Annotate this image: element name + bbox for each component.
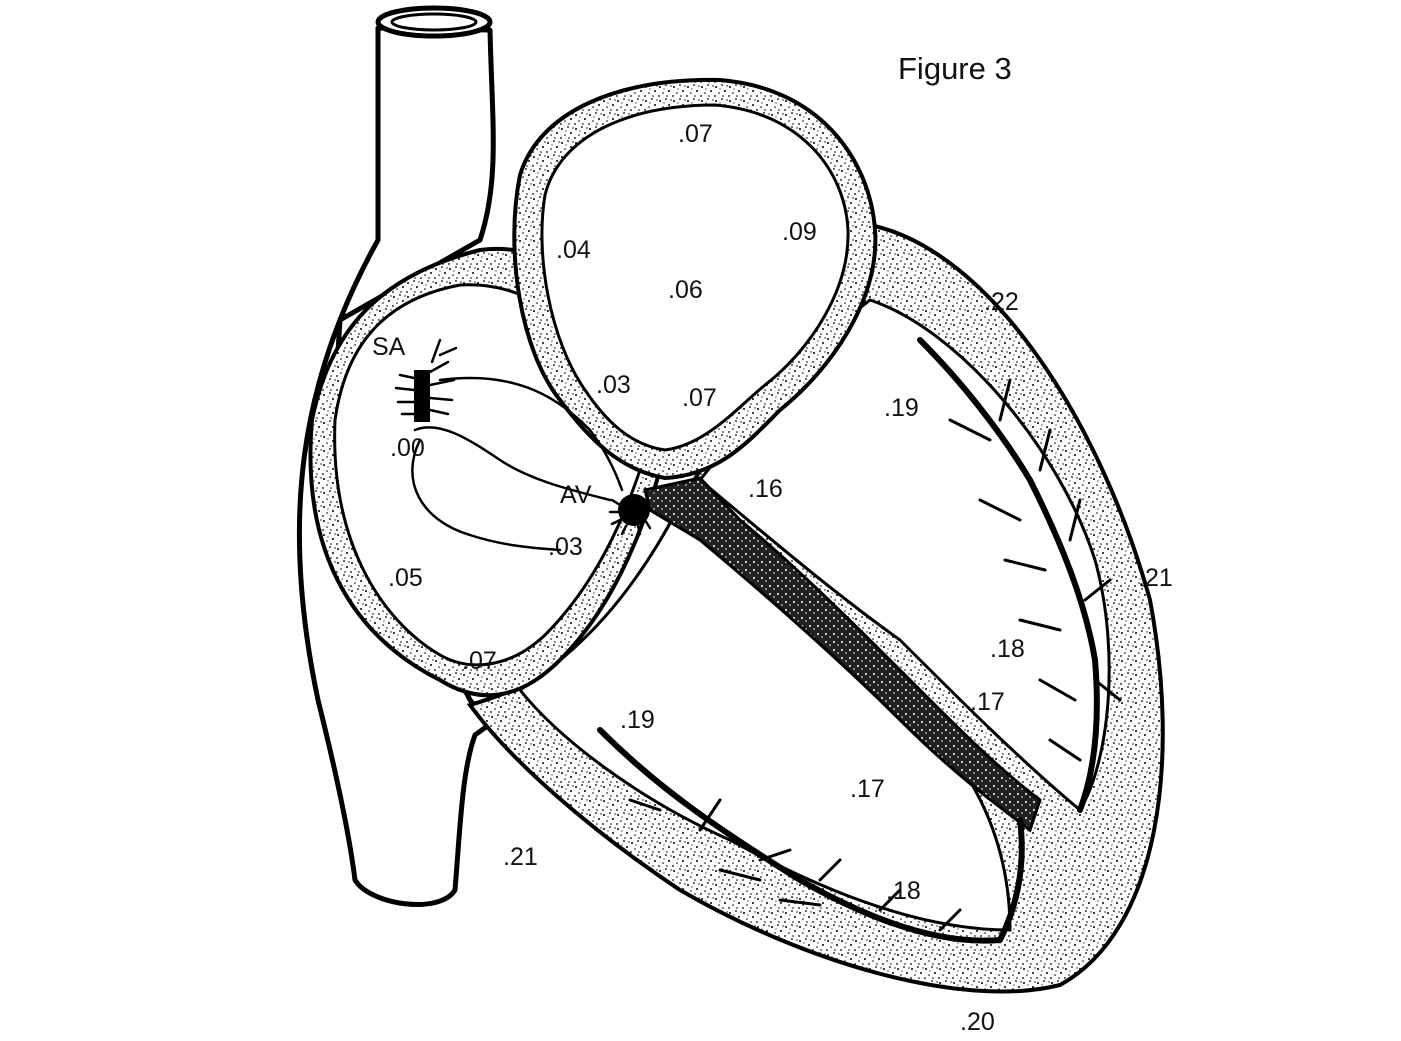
timing-label: .06 [668, 276, 703, 304]
timing-label: .21 [503, 843, 538, 871]
bundle-of-his [643, 476, 1042, 833]
timing-label: .21 [1138, 564, 1173, 592]
sa-node-label: SA [372, 333, 406, 361]
timing-label: .00 [390, 434, 425, 462]
aortic-bulb [512, 77, 878, 481]
internodal-pathways [411, 376, 624, 552]
figure-title: Figure 3 [898, 51, 1012, 86]
av-node [608, 494, 652, 536]
timing-label: .04 [556, 236, 591, 264]
sa-node [394, 338, 458, 422]
av-node-label: AV [560, 481, 592, 509]
timing-label: .16 [748, 475, 783, 503]
purkinje-fibers-left [917, 337, 1122, 813]
timing-label: .17 [970, 688, 1005, 716]
timing-label: .19 [620, 706, 655, 734]
timing-label: .07 [682, 384, 717, 412]
timing-label: .07 [462, 647, 497, 675]
timing-label: .20 [960, 1008, 995, 1036]
purkinje-fibers-right [597, 727, 1025, 944]
timing-label: .22 [984, 288, 1019, 316]
timing-label: .07 [678, 120, 713, 148]
timing-label: .03 [548, 533, 583, 561]
timing-label: .18 [886, 877, 921, 905]
timing-label: .05 [388, 564, 423, 592]
timing-label: .09 [782, 218, 817, 246]
vena-cava [296, 5, 496, 907]
timing-label: .19 [884, 394, 919, 422]
timing-label: .18 [990, 635, 1025, 663]
timing-label: .03 [596, 371, 631, 399]
timing-label: .17 [850, 775, 885, 803]
